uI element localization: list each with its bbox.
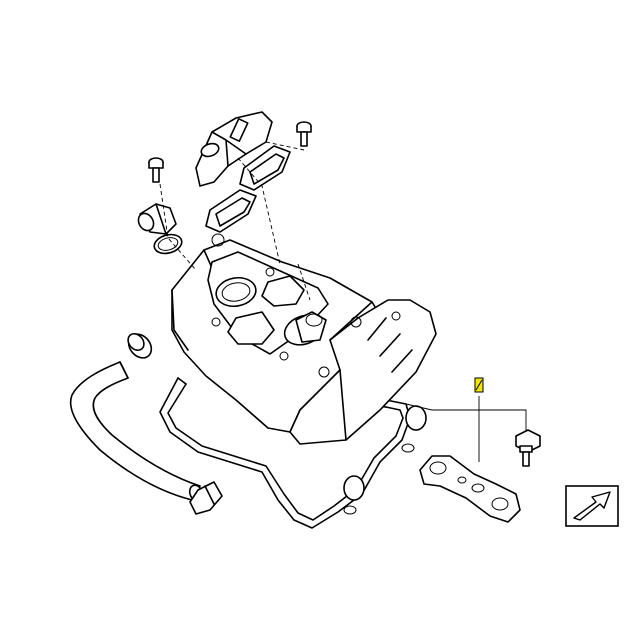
screw-top-right[interactable] (296, 121, 312, 147)
valve-cover[interactable] (171, 233, 437, 501)
leader-lines (159, 141, 527, 462)
screw-left[interactable] (148, 157, 164, 183)
o-ring[interactable] (152, 232, 184, 257)
pipe-fitting[interactable] (135, 203, 177, 235)
hose-clamp-lower[interactable] (189, 481, 223, 515)
gasket-upper[interactable] (239, 145, 291, 191)
gasket-lower[interactable] (205, 189, 257, 233)
spark-plug-seal[interactable] (419, 455, 521, 523)
vent-valve-housing[interactable] (195, 111, 273, 187)
hose-clamp-upper[interactable] (124, 330, 156, 363)
arrow-icon[interactable] (565, 485, 619, 527)
collar-screw[interactable] (515, 429, 541, 467)
part-note-marker[interactable] (474, 377, 484, 393)
